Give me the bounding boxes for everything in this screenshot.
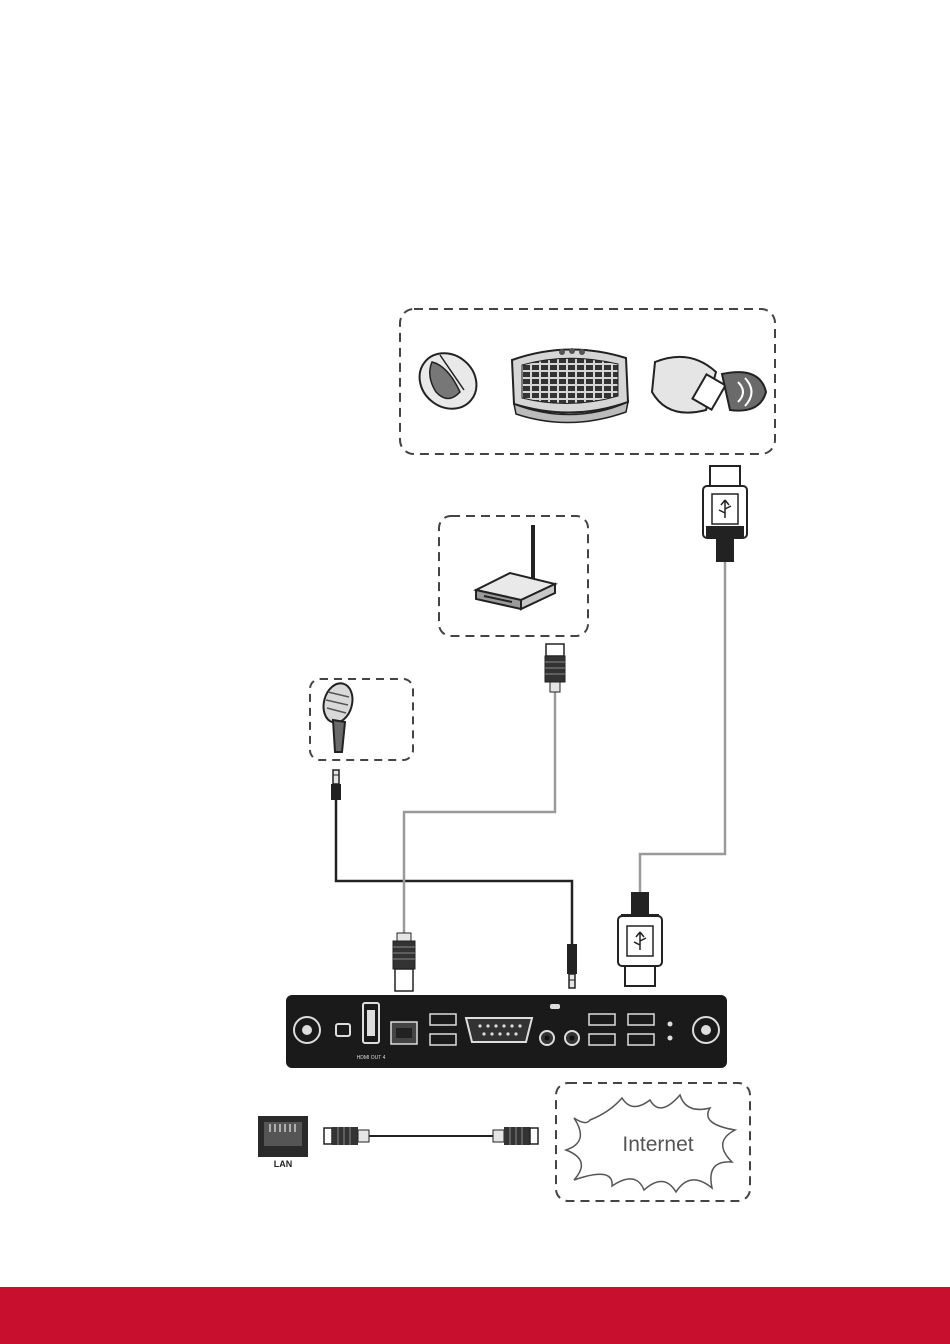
internet-label: Internet <box>622 1133 693 1156</box>
audio-jack-icon <box>331 770 341 800</box>
lan-port-icon <box>258 1116 308 1157</box>
router-icon <box>476 525 555 609</box>
usb-plug-icon <box>703 466 747 562</box>
rj45-plug-icon <box>393 933 415 991</box>
hdmi-label: HDMI OUT 4 <box>357 1055 386 1061</box>
vga-port <box>466 1018 532 1042</box>
internet-box: Internet <box>556 1083 750 1201</box>
connector-panel: HDMI OUT 4 <box>286 995 727 1068</box>
audio-jack-icon <box>567 944 577 988</box>
antenna-port-left <box>294 1017 320 1043</box>
microphone-icon <box>319 680 356 752</box>
lan-label: LAN <box>274 1159 293 1169</box>
lan-port <box>391 1022 417 1044</box>
antenna-port-right <box>693 1017 719 1043</box>
rj45-plug-icon <box>324 1127 369 1145</box>
rj45-plug-icon <box>493 1127 538 1145</box>
usb-dongle-icon <box>652 357 766 413</box>
microphone-box <box>310 679 413 760</box>
router-box <box>439 516 588 636</box>
mouse-icon <box>408 342 487 420</box>
usb-peripherals-box <box>400 309 775 454</box>
rj45-plug-icon <box>545 644 565 692</box>
usb-plug-icon <box>618 892 662 986</box>
keyboard-icon <box>512 348 628 423</box>
footer-bar <box>0 1287 950 1344</box>
